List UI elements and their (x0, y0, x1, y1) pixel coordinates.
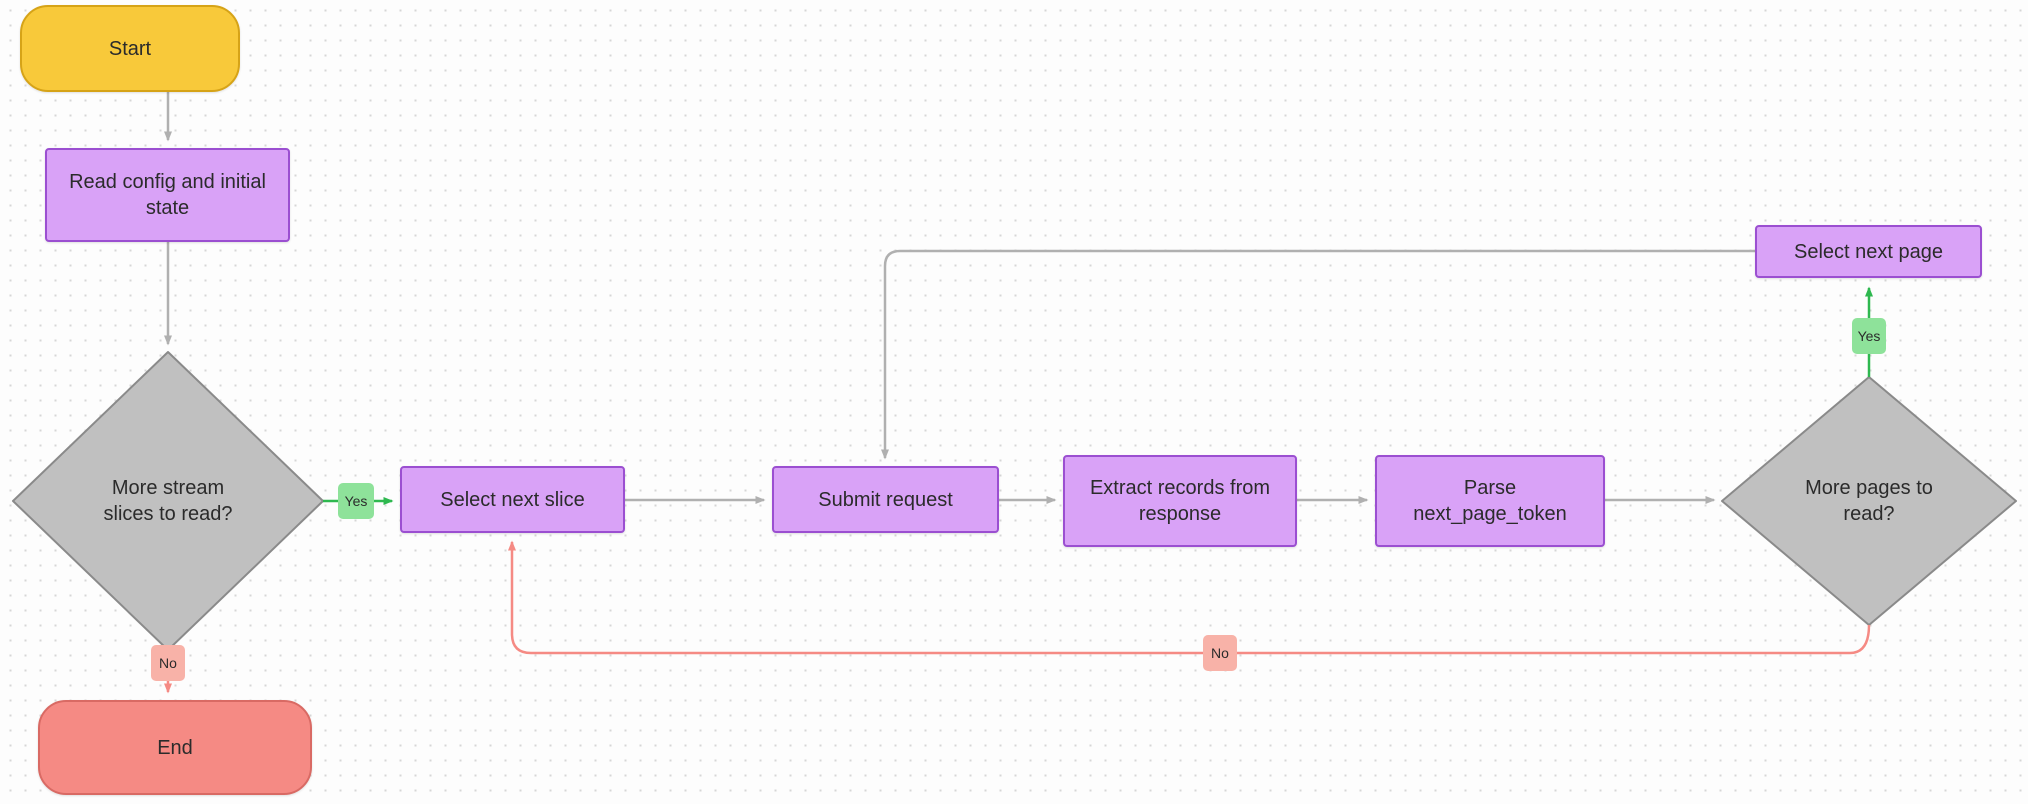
node-parse-next-page-token[interactable]: Parse next_page_token (1375, 455, 1605, 547)
node-more-stream-slices[interactable]: More stream slices to read? (13, 352, 323, 650)
node-extract-records-label: Extract records from response (1089, 477, 1271, 525)
node-submit-request-label: Submit request (818, 488, 953, 511)
node-select-next-slice-label: Select next slice (440, 488, 585, 511)
node-select-next-page[interactable]: Select next page (1755, 225, 1982, 278)
edge-label-no-more-pages: No (1203, 635, 1237, 671)
node-start-label: Start (108, 37, 152, 60)
edge-select-page-to-submit-request (881, 249, 1755, 460)
node-end-label: End (157, 736, 193, 759)
edge-more-pages-no-to-select-slice (508, 540, 1871, 655)
node-select-next-page-label: Select next page (1794, 240, 1943, 263)
edge-label-yes-more-slices: Yes (338, 483, 374, 519)
edge-label-no-more-slices: No (151, 645, 185, 681)
node-end[interactable]: End (38, 700, 312, 795)
node-read-config[interactable]: Read config and initial state (45, 148, 290, 242)
node-read-config-label: Read config and initial state (69, 171, 266, 219)
node-more-pages-label: More pages to read? (1805, 477, 1933, 525)
edge-label-no-more-pages-text: No (1211, 645, 1229, 661)
edge-label-no-more-slices-text: No (159, 655, 177, 671)
edge-label-yes-more-pages: Yes (1852, 318, 1886, 354)
node-start[interactable]: Start (20, 5, 240, 92)
edge-label-yes-more-slices-text: Yes (344, 493, 368, 509)
node-extract-records[interactable]: Extract records from response (1063, 455, 1297, 547)
node-parse-next-page-token-label: Parse next_page_token (1413, 477, 1567, 525)
node-submit-request[interactable]: Submit request (772, 466, 999, 533)
node-more-pages[interactable]: More pages to read? (1722, 377, 2016, 625)
node-more-stream-slices-label: More stream slices to read? (103, 477, 233, 525)
node-select-next-slice[interactable]: Select next slice (400, 466, 625, 533)
edge-label-yes-more-pages-text: Yes (1857, 328, 1881, 344)
